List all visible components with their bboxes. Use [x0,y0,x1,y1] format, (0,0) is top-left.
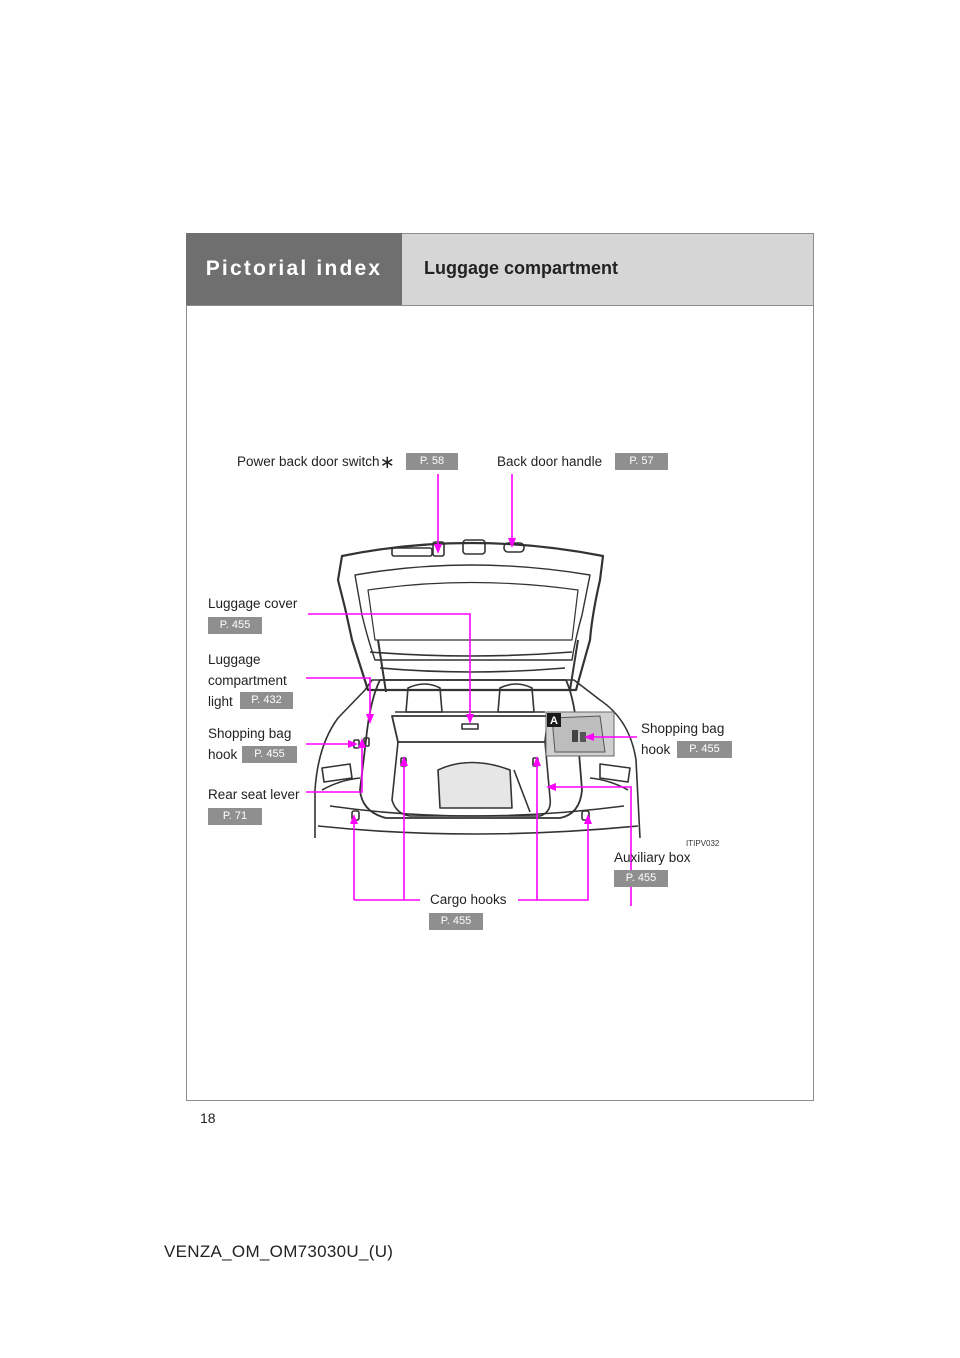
leader-arrowheads [348,538,594,824]
inset-marker: A [550,715,558,727]
luggage-compartment-light-page-ref[interactable]: P. 432 [240,692,293,709]
cargo-hooks-label: Cargo hooks [430,892,507,907]
shopping-bag-hook-left-label-line2: hook [208,747,238,762]
power-back-door-switch-page-ref[interactable]: P. 58 [406,453,458,470]
car-body-outline [314,679,641,839]
title-bar: Luggage compartment [402,233,814,305]
asterisk-mark: ∗ [379,452,395,472]
inset-a: A [545,711,615,757]
rear-seat-lever-label: Rear seat lever [208,787,300,802]
luggage-cover-page-ref[interactable]: P. 455 [208,617,262,634]
shopping-bag-hook-left-page-ref[interactable]: P. 455 [242,746,297,763]
figure-code: ITIPV032 [686,839,720,848]
document-footer: VENZA_OM_OM73030U_(U) [164,1242,394,1261]
power-back-door-switch-label: Power back door switch∗ [237,452,395,472]
auxiliary-box-page-ref[interactable]: P. 455 [614,870,668,887]
auxiliary-box-label: Auxiliary box [614,850,691,865]
back-door-handle-label: Back door handle [497,454,603,469]
luggage-compartment-light-label-line3: light [208,694,233,709]
cargo-hooks-page-ref[interactable]: P. 455 [429,913,483,930]
shopping-bag-hook-right-label-line1: Shopping bag [641,721,725,736]
section-tab: Pictorial index [186,233,402,305]
rear-seat-lever-page-ref[interactable]: P. 71 [208,808,262,825]
luggage-cover-label: Luggage cover [208,596,298,611]
page-title: Luggage compartment [424,258,619,278]
header-divider [186,305,814,306]
shopping-bag-hook-right-label-line2: hook [641,742,671,757]
back-door-handle-page-ref[interactable]: P. 57 [615,453,668,470]
page-number: 18 [200,1110,216,1126]
leader-lines [306,474,637,906]
luggage-compartment-light-label-line1: Luggage [208,652,261,667]
shopping-bag-hook-left-label-line1: Shopping bag [208,726,292,741]
section-label: Pictorial index [205,257,383,280]
luggage-compartment-light-label-line2: compartment [208,673,287,688]
shopping-bag-hook-right-page-ref[interactable]: P. 455 [677,741,732,758]
